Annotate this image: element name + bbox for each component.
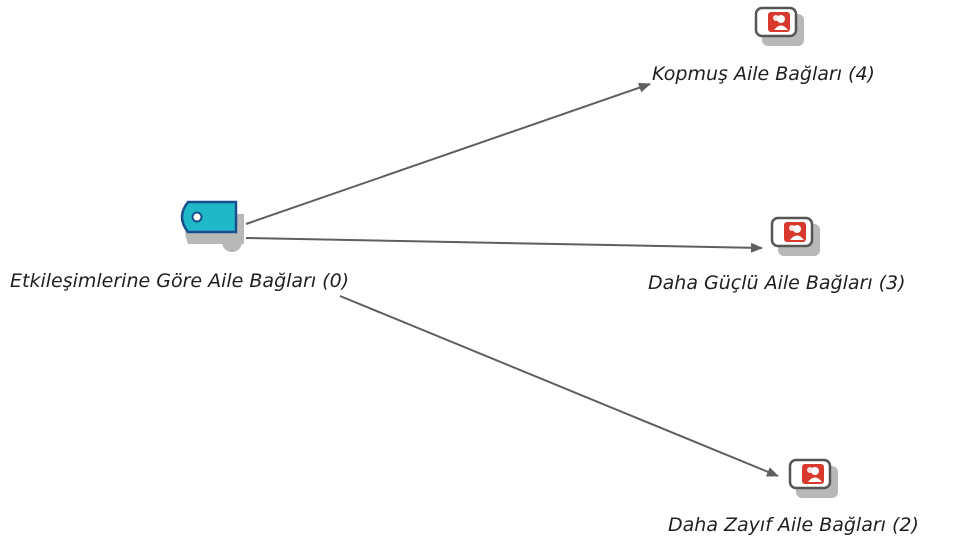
person-card-icon [754,6,804,46]
person-card-icon [770,216,820,256]
root-node[interactable]: Etkileşimlerine Göre Aile Bağları (0) [10,200,349,292]
child-node-label: Daha Zayıf Aile Bağları (2) [668,514,919,536]
child-node-label: Kopmuş Aile Bağları (4) [652,63,875,85]
edges [245,82,779,477]
tag-icon [180,200,244,252]
child-node-kopmus[interactable]: Kopmuş Aile Bağları (4) [652,6,875,85]
root-node-label: Etkileşimlerine Göre Aile Bağları (0) [10,270,349,292]
edge-to-daha-guclu [245,237,763,253]
person-card-icon [788,458,838,498]
edge-to-daha-zayif [339,295,779,477]
child-node-label: Daha Güçlü Aile Bağları (3) [648,272,906,294]
edge-to-kopmus [245,82,651,225]
child-node-daha-guclu[interactable]: Daha Güçlü Aile Bağları (3) [648,216,906,294]
child-node-daha-zayif[interactable]: Daha Zayıf Aile Bağları (2) [668,458,919,536]
